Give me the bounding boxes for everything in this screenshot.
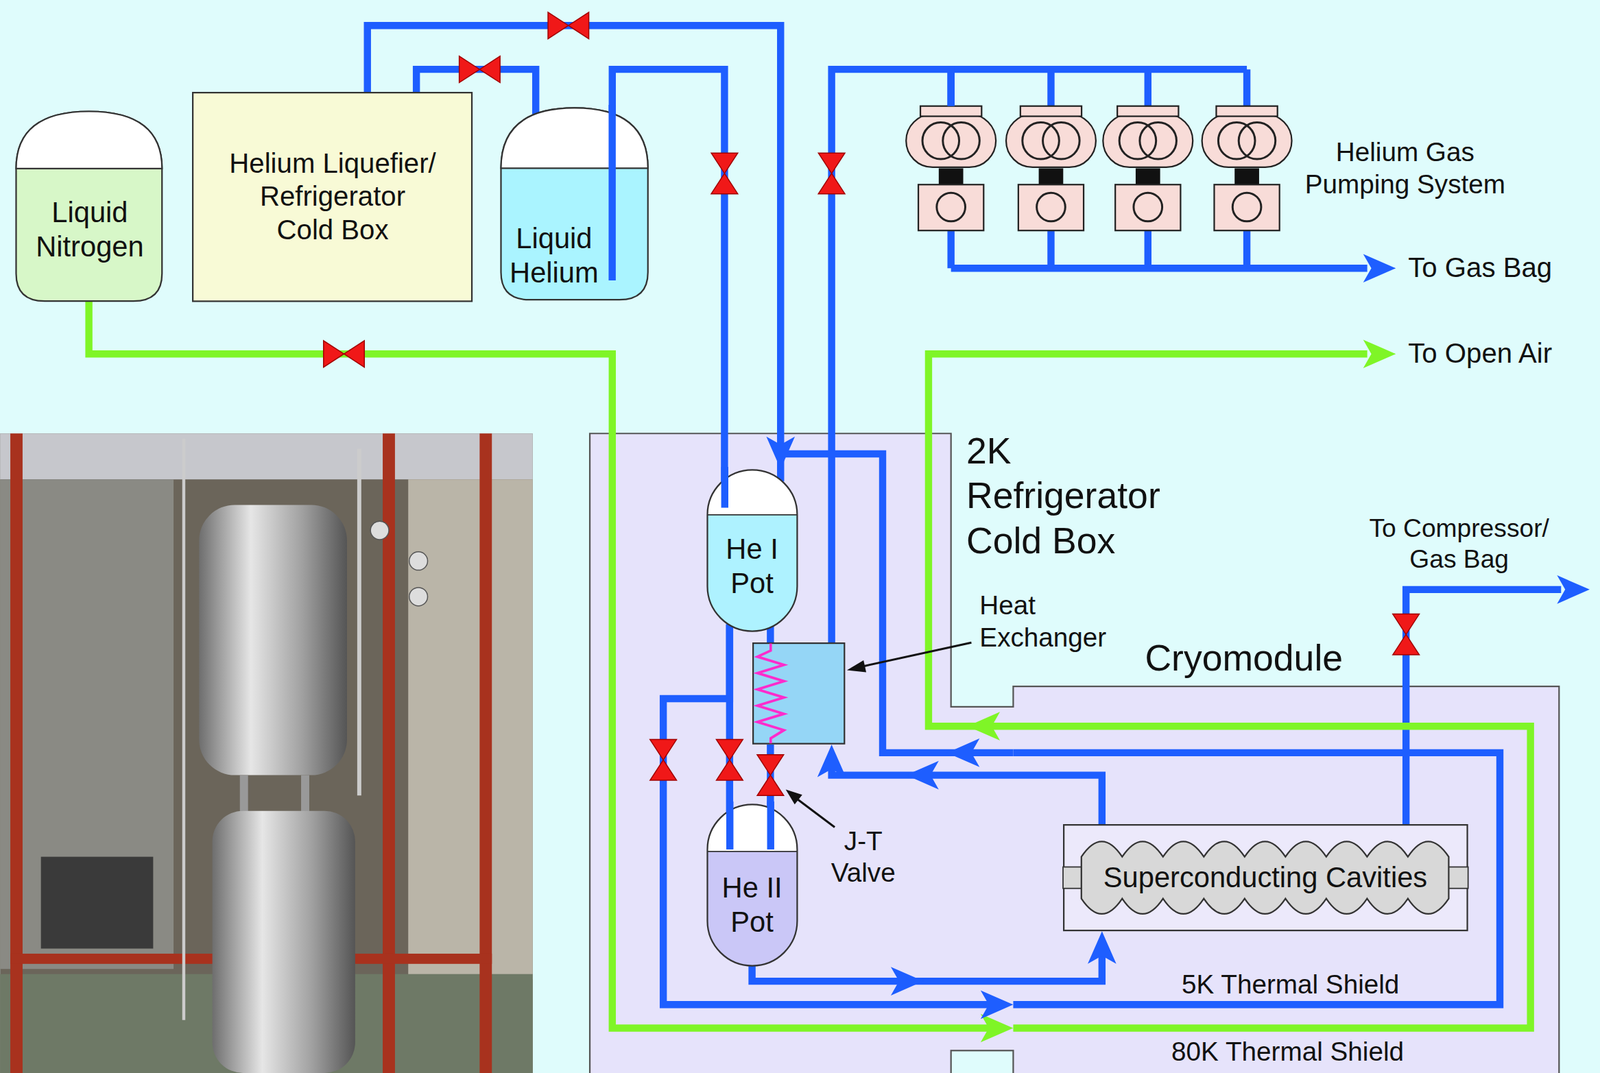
callout-label: J-T Valve [822, 825, 904, 889]
pipe-connector [663, 624, 1013, 1020]
tank-body [16, 111, 163, 302]
liquid-level [707, 851, 797, 853]
node-shape [752, 642, 845, 745]
cold-box-region: 2K Refrigerator Cold BoxHe I PotHeat Exc… [589, 433, 952, 1073]
node-label: He II Pot [713, 870, 791, 940]
pumping-system: Helium Gas Pumping System [903, 102, 1297, 235]
dip-tube [720, 467, 728, 509]
pot-body [707, 470, 797, 632]
vacuum-pumps [905, 106, 1292, 231]
nitrogen-return-pipe [928, 353, 1531, 1029]
pipe-connector [752, 931, 1117, 982]
cavity-string: Superconducting Cavities [1063, 824, 1469, 932]
arrowhead [980, 1014, 1014, 1044]
node-label: Cryomodule [1144, 636, 1343, 681]
node-label: 2K Refrigerator Cold Box [966, 428, 1197, 564]
pipe-line [831, 765, 1103, 825]
pipe-line [831, 69, 952, 643]
pot-outline [707, 805, 797, 967]
pipe-line [663, 624, 993, 1005]
liquid-level [707, 514, 797, 516]
cryostat-box [1063, 825, 1467, 931]
arrowhead [1087, 931, 1117, 965]
arrowhead [766, 436, 795, 470]
shield-label: 5K Thermal Shield [1181, 969, 1400, 1001]
tank-body [501, 108, 649, 301]
box-shape [192, 92, 472, 302]
tank-dome [16, 111, 163, 169]
node-label: Liquid Nitrogen [26, 195, 154, 265]
heat-exchanger-coil [757, 643, 784, 745]
node-label: Liquid Helium [503, 221, 606, 291]
node-label: Heat Exchanger [979, 589, 1122, 654]
shield-label: 80K Thermal Shield [1171, 1036, 1404, 1068]
node-label: He I Pot [715, 532, 788, 601]
outlet-label: To Open Air [1407, 337, 1552, 371]
dip-tube [726, 801, 734, 850]
cryomodule-region: CryomoduleSuperconducting Cavities [1012, 686, 1559, 1073]
dip-tube [766, 801, 774, 850]
box-shape [753, 643, 845, 745]
liquid-helium-tank: Liquid Helium [499, 106, 649, 302]
photo-inset [0, 433, 533, 1073]
port-box [951, 1050, 1014, 1073]
node-label: Helium Liquefier/ Refrigerator Cold Box [228, 147, 437, 247]
node-label: Superconducting Cavities [1103, 860, 1428, 895]
outlet-label: To Compressor/ Gas Bag [1354, 512, 1564, 575]
tank-dome [501, 108, 649, 169]
valve-symbol [323, 12, 1420, 797]
liquefier-cold-box: Helium Liquefier/ Refrigerator Cold Box [192, 91, 473, 303]
pipe-line [752, 951, 1103, 982]
pipe-connector [89, 299, 1014, 1043]
pot-body [707, 805, 797, 967]
pipe-connector [831, 69, 952, 643]
cavity-cells [1081, 841, 1450, 915]
arrowhead [817, 744, 847, 778]
he-ii-pot: He II Pot [706, 803, 799, 967]
dip-tube [609, 104, 616, 281]
flow-arrows [890, 253, 1590, 996]
he-i-pot: He I Pot [706, 469, 799, 633]
arrowhead [980, 990, 1014, 1020]
heat-exchanger: Heat Exchanger [752, 642, 845, 745]
pot-vapour [707, 470, 797, 516]
pipe-line [89, 299, 994, 1029]
node-label: Helium Gas Pumping System [1290, 136, 1520, 201]
liquid-nitrogen-tank: Liquid Nitrogen [15, 110, 164, 303]
pot-vapour [707, 805, 797, 852]
outlet-label: To Gas Bag [1407, 251, 1552, 285]
pot-outline [707, 470, 797, 632]
